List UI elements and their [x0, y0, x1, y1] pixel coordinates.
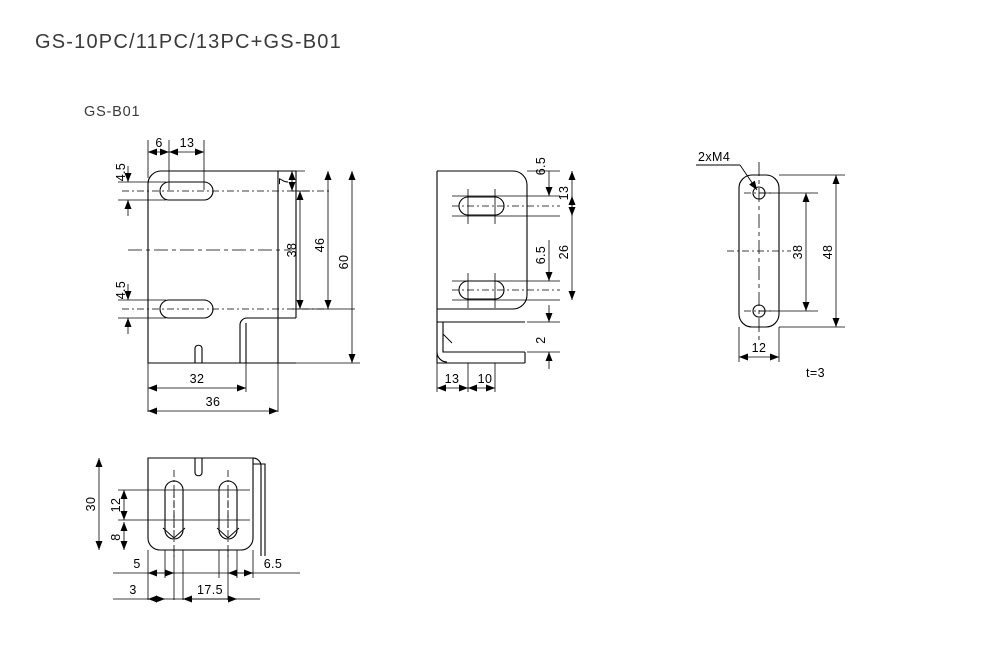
- side-dim-2-text: 2: [534, 336, 548, 343]
- page-title: GS-10PC/11PC/13PC+GS-B01: [35, 31, 342, 53]
- bottom-plate-outline: [147, 457, 254, 551]
- thread-callout-leader: [739, 164, 758, 191]
- bracket-dim-12-text: 12: [752, 341, 767, 355]
- bracket-dim-38-text: 38: [791, 245, 805, 260]
- side-dim-65-top-text: 6.5: [534, 157, 548, 176]
- bottom-notch: [194, 458, 203, 477]
- front-dim-45-upper-text: 4.5: [114, 163, 128, 182]
- side-dim-65-mid-text: 6.5: [534, 246, 548, 265]
- side-dim-13b-text: 13: [445, 372, 460, 386]
- front-bend-profile: [239, 317, 296, 363]
- front-dim-7-text: 7: [277, 177, 291, 184]
- front-plate-outline: [147, 170, 279, 364]
- front-view: 6 13 4.5 4.5 7 38 46 60: [114, 136, 360, 415]
- front-slot-lower: [159, 299, 214, 319]
- part-label: GS-B01: [84, 104, 140, 120]
- bottom-slot-right-vee: [216, 527, 240, 539]
- bracket-plate-outline: [738, 174, 780, 328]
- bottom-dim-65-text: 6.5: [264, 557, 283, 571]
- side-plate-outline: [437, 170, 528, 310]
- side-flange-inner: [442, 322, 525, 353]
- front-slot-upper: [159, 181, 214, 201]
- bottom-dim-8-text: 8: [109, 533, 123, 540]
- front-dim-38-text: 38: [285, 243, 299, 258]
- bracket-plate-view: 2xM4 38 48 12 t=3: [696, 150, 845, 380]
- front-dim-45-lower-text: 4.5: [114, 281, 128, 300]
- front-dim-6-text: 6: [155, 136, 162, 150]
- bottom-dim-175-text: 17.5: [197, 583, 223, 597]
- thread-callout-text: 2xM4: [698, 150, 730, 164]
- side-flange-hatch: [442, 333, 453, 344]
- front-dim-36-text: 36: [206, 395, 221, 409]
- side-dim-26-text: 26: [557, 245, 571, 260]
- front-dim-46-text: 46: [313, 238, 327, 253]
- front-bottom-notch: [194, 344, 203, 363]
- bottom-slot-left-vee: [162, 527, 186, 539]
- bracket-dim-48-text: 48: [821, 245, 835, 260]
- bottom-dim-5-text: 5: [133, 557, 140, 571]
- side-flange-fillet: [436, 351, 448, 363]
- bottom-arm-inner: [252, 457, 262, 556]
- side-dim-13-text: 13: [557, 186, 571, 201]
- bottom-dim-12-text: 12: [109, 498, 123, 513]
- thickness-note-text: t=3: [806, 366, 825, 380]
- side-dim-10-text: 10: [478, 372, 493, 386]
- front-dim-60-text: 60: [337, 255, 351, 270]
- bottom-dim-3-text: 3: [129, 583, 136, 597]
- side-view: 6.5 13 6.5 26 2 13 10: [436, 157, 576, 392]
- bottom-view: 30 12 8 5 6.5 3 17.5: [84, 457, 300, 603]
- bottom-arm-outer: [253, 463, 266, 556]
- front-dim-13-text: 13: [180, 136, 195, 150]
- bottom-dim-30-text: 30: [84, 497, 98, 512]
- front-dim-32-text: 32: [190, 372, 205, 386]
